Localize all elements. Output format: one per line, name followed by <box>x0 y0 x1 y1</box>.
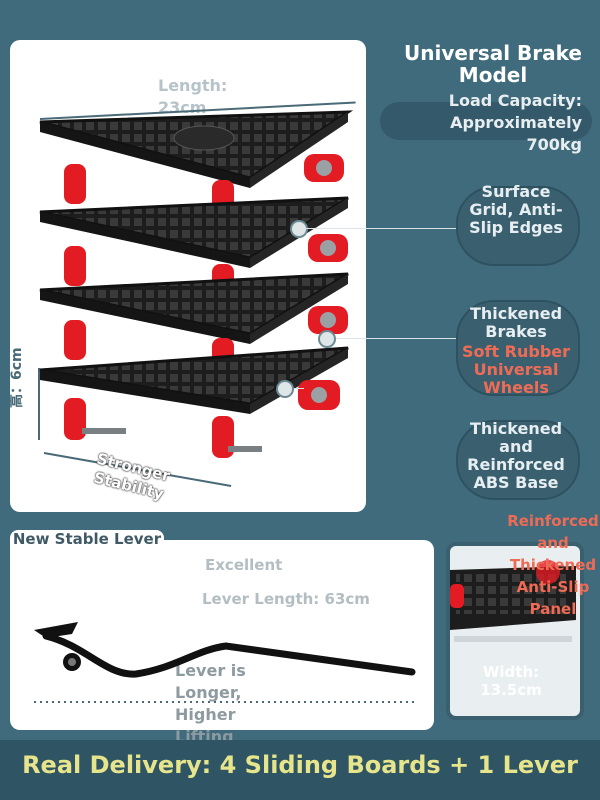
feature-surface-text: Surface Grid, Anti-Slip Edges <box>469 182 563 237</box>
board-1 <box>39 110 354 188</box>
length-label: Length: <box>158 76 228 95</box>
page-title: Universal Brake Model <box>404 41 582 87</box>
height-dimension-line <box>38 368 40 440</box>
footer-delivery-text: Real Delivery: 4 Sliding Boards + 1 Leve… <box>22 751 578 779</box>
feature-wheels-text: Soft Rubber Universal Wheels <box>461 342 571 397</box>
load-capacity-text: Load Capacity: Approximately 700kg <box>448 91 582 154</box>
board-detail-illustration <box>450 560 576 642</box>
lever-quality-text: Excellent <box>205 556 283 574</box>
width-label: Width: 13.5cm <box>480 663 542 699</box>
footer-band <box>0 740 600 800</box>
pointer-dot-base <box>276 380 294 398</box>
load-capacity-pill <box>380 102 592 140</box>
wheels-row-4 <box>64 380 340 458</box>
connector-wheels <box>336 338 456 339</box>
lever-illustration <box>34 622 416 703</box>
feature-wheels-oval <box>456 300 580 396</box>
feature-base-oval <box>456 420 580 500</box>
feature-brakes-text: Thickened Brakes <box>469 304 563 341</box>
board-4 <box>39 346 349 414</box>
lever-panel <box>10 540 434 730</box>
connector-base <box>294 388 304 389</box>
reinforced-panel-text: Reinforced and Thickened Anti-Slip Panel <box>507 512 599 618</box>
pointer-dot-wheels <box>318 330 336 348</box>
feature-base-text: Thickened and Reinforced ABS Base <box>467 419 565 492</box>
stacked-boards-illustration <box>39 110 354 458</box>
height-label: 高：6cm <box>9 347 25 408</box>
pointer-dot-surface <box>290 220 308 238</box>
lever-tag: New Stable Lever <box>10 530 164 567</box>
lever-length-text: Lever Length: 63cm <box>202 590 370 608</box>
feature-surface-oval <box>456 186 580 266</box>
board-3 <box>39 272 349 344</box>
connector-surface <box>306 228 456 229</box>
